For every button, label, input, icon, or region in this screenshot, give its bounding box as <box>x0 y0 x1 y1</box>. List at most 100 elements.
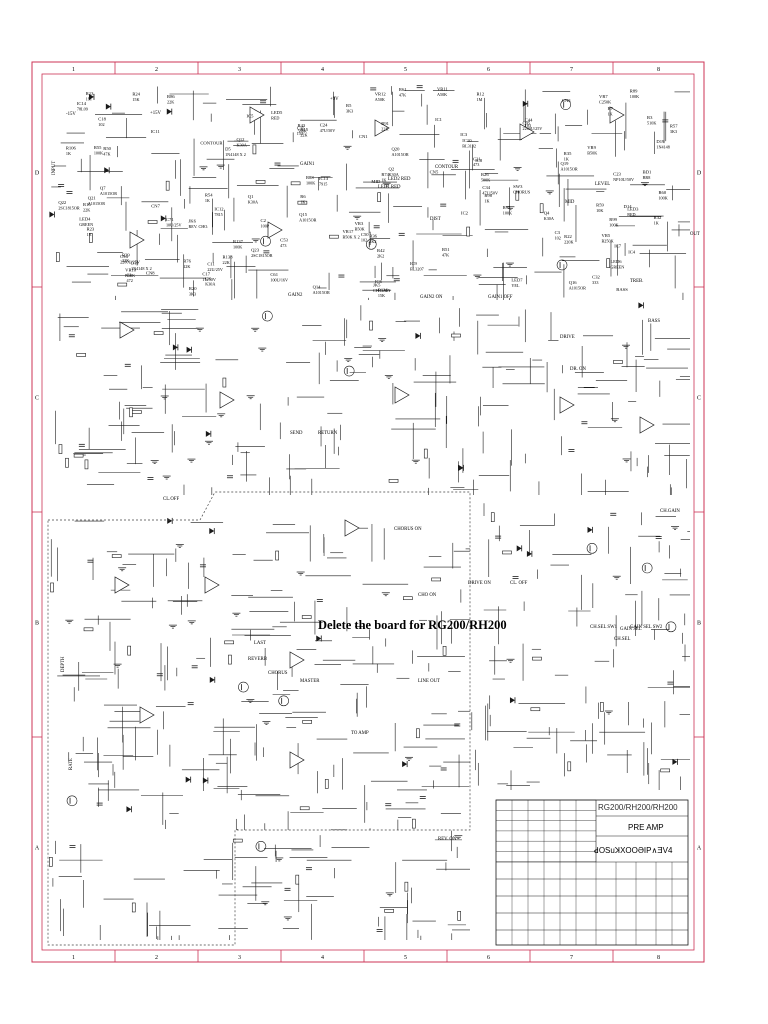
component-ref: VR11 <box>437 87 449 92</box>
grid-column-label: 7 <box>570 67 573 73</box>
resistor-symbol <box>228 654 232 665</box>
component-value: CH.GAIN <box>373 288 390 293</box>
component-ref: C1 <box>127 273 133 278</box>
title-block-frame <box>495 799 689 946</box>
resistor-symbol <box>451 333 461 338</box>
component-value: 1N4148 X 2 <box>131 266 152 271</box>
resistor-symbol <box>423 448 428 459</box>
resistor-symbol <box>232 838 243 843</box>
grid-row-label: C <box>697 396 701 402</box>
component-value: 1K <box>381 177 386 182</box>
resistor-symbol <box>539 203 544 214</box>
component-ref: LED3 <box>627 207 639 212</box>
component-ref: C95 <box>523 121 531 126</box>
component-ref: IC14 <box>77 101 87 106</box>
daughter-board-outline <box>47 491 471 946</box>
component-ref: R32 <box>654 215 662 220</box>
component-ref: IC10 <box>462 138 472 143</box>
component-value: RED <box>627 212 635 217</box>
component-value: 78L09 <box>77 106 88 111</box>
component-ref: SW3 <box>513 184 523 189</box>
component-ref: VR7 <box>599 94 608 99</box>
component-ref: Q21 <box>88 195 97 200</box>
diode-symbol <box>402 761 408 768</box>
component-value: GREEN <box>79 222 93 227</box>
component-value: 152 <box>297 131 303 136</box>
resistor-symbol <box>416 728 420 739</box>
component-value: 22K <box>300 133 307 138</box>
net-label: LINE OUT <box>418 679 440 684</box>
component-ref: R36 <box>369 234 377 239</box>
transistor-symbol <box>262 310 273 322</box>
component-value: 10K <box>596 208 603 213</box>
opamp-symbol <box>219 391 235 409</box>
component-value: A1015OR <box>100 191 117 196</box>
component-ref: R22 <box>564 234 572 239</box>
component-value: 1K <box>654 220 659 225</box>
component-ref: Q23 <box>251 248 260 253</box>
component-ref: D5 <box>225 147 231 152</box>
transistor-symbol <box>665 621 677 633</box>
component-value: B250K <box>602 238 614 243</box>
component-ref: Q22 <box>58 200 67 205</box>
resistor-symbol <box>466 226 471 237</box>
opamp-symbol <box>114 576 130 594</box>
resistor-symbol <box>567 761 572 772</box>
diode-symbol <box>316 635 322 642</box>
component-ref: Q2 <box>389 167 395 172</box>
component-value: 2200U/25V <box>523 126 543 131</box>
component-value: 103 <box>525 123 531 128</box>
component-value: 1K <box>608 112 613 117</box>
component-ref: R50 <box>103 146 111 151</box>
component-value: B50K <box>125 273 135 278</box>
net-label: GAIN SEL <box>620 627 642 632</box>
component-value: 47K <box>442 253 449 258</box>
net-label: CHORUS <box>268 671 288 676</box>
net-label: GAIN SEL SW2 <box>630 625 663 630</box>
net-label: GAIN2 ON <box>420 295 443 300</box>
grid-column-label: 4 <box>321 67 324 73</box>
resistor-symbol <box>613 360 623 364</box>
opamp-symbol <box>249 106 265 124</box>
component-ref: CN3 <box>562 98 571 103</box>
resistor-symbol <box>222 377 227 388</box>
board-outline <box>47 491 471 946</box>
component-value: 3K3 <box>189 292 196 297</box>
component-ref: R89 <box>630 89 638 94</box>
component-ref: IC11 <box>151 129 161 134</box>
component-ref: R138 <box>223 255 234 260</box>
net-label: -15V <box>66 112 76 117</box>
transistor-symbol <box>260 235 271 247</box>
net-label: SEND <box>290 431 303 436</box>
component-value: 1K <box>484 199 489 204</box>
component-value: K30A <box>237 142 247 147</box>
diode-symbol <box>638 302 644 309</box>
component-value: 1K <box>300 199 305 204</box>
component-value: 10U/25V <box>166 222 182 227</box>
component-ref: Q20 <box>391 146 400 151</box>
component-value: REV. CHO. <box>189 224 209 229</box>
net-label: CH.SEL SW1 <box>590 625 618 630</box>
component-ref: R59 <box>596 202 604 207</box>
net-labels: -15V+15V+9VINPUTOUTGAIN1GAIN2LEVELCONTOU… <box>52 97 700 842</box>
diode-symbol <box>415 332 421 339</box>
transistor-symbol <box>556 259 568 271</box>
component-ref: R39 <box>122 252 130 257</box>
grid-column-label: 5 <box>404 955 407 961</box>
grid-column-label: 2 <box>155 955 158 961</box>
net-label: TREB. <box>630 279 643 284</box>
diode-symbol <box>526 550 532 557</box>
component-value: 22K <box>167 100 174 105</box>
wiring <box>50 86 690 940</box>
component-ref: C17 <box>202 271 210 276</box>
component-ref: R98 <box>484 193 492 198</box>
component-ref: C21 <box>473 157 481 162</box>
resistor-symbol <box>299 806 310 811</box>
net-label: +15V <box>150 111 162 116</box>
grid-column-label: 7 <box>570 955 573 961</box>
component-value: 500K <box>481 177 490 182</box>
component-ref: R86 <box>167 94 175 99</box>
border-frame <box>31 61 705 963</box>
opamp-symbol <box>139 706 155 724</box>
